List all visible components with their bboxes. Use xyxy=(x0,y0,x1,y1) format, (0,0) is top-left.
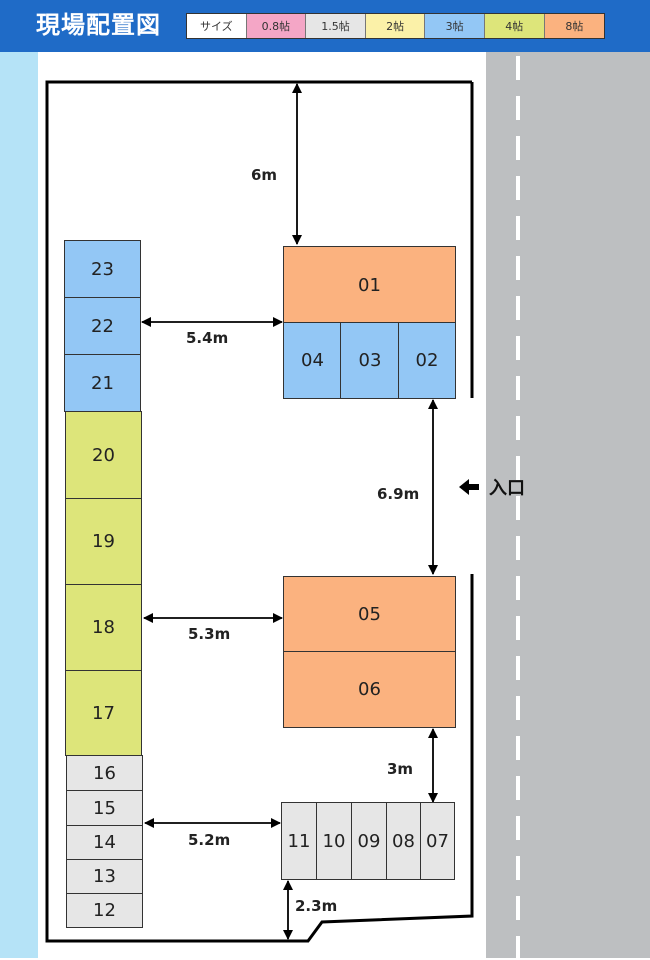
unit-12[interactable]: 12 xyxy=(66,893,143,928)
unit-07[interactable]: 07 xyxy=(420,802,455,880)
road-dash xyxy=(516,736,520,760)
dim-label-5-2m: 5.2m xyxy=(188,831,231,849)
unit-08[interactable]: 08 xyxy=(386,802,421,880)
entrance-label: 入口 xyxy=(489,478,525,499)
road-dash xyxy=(516,936,520,960)
unit-13[interactable]: 13 xyxy=(66,859,143,894)
unit-14[interactable]: 14 xyxy=(66,825,143,860)
dim-label-2-3m: 2.3m xyxy=(295,897,338,915)
legend-0-8: 0.8帖 xyxy=(246,14,307,38)
unit-06[interactable]: 06 xyxy=(283,651,456,728)
site-boundary xyxy=(45,80,474,943)
unit-11[interactable]: 11 xyxy=(281,802,317,880)
road-dash xyxy=(516,96,520,120)
road-dash xyxy=(516,816,520,840)
road-dash xyxy=(516,296,520,320)
unit-18[interactable]: 18 xyxy=(65,584,142,671)
arrow-left-icon xyxy=(459,479,479,495)
road-dash xyxy=(516,136,520,160)
size-legend: サイズ 0.8帖 1.5帖 2帖 3帖 4帖 8帖 xyxy=(186,13,606,39)
road-dash xyxy=(516,616,520,640)
legend-3: 3帖 xyxy=(425,14,485,38)
road-dash xyxy=(516,336,520,360)
unit-10[interactable]: 10 xyxy=(316,802,352,880)
legend-2: 2帖 xyxy=(365,14,426,38)
road-dash xyxy=(516,216,520,240)
legend-4: 4帖 xyxy=(484,14,545,38)
unit-16[interactable]: 16 xyxy=(66,755,143,791)
header-bar: 現場配置図 サイズ 0.8帖 1.5帖 2帖 3帖 4帖 8帖 xyxy=(0,0,650,52)
road-dash xyxy=(516,856,520,880)
road-dash xyxy=(516,56,520,80)
unit-22[interactable]: 22 xyxy=(64,297,141,355)
legend-8: 8帖 xyxy=(544,14,605,38)
road-dash xyxy=(516,176,520,200)
unit-19[interactable]: 19 xyxy=(65,498,142,585)
road-dash xyxy=(516,576,520,600)
dim-label-5-3m: 5.3m xyxy=(188,625,231,643)
dim-label-3m: 3m xyxy=(387,760,414,778)
legend-1-5: 1.5帖 xyxy=(306,14,366,38)
road xyxy=(486,52,650,958)
entrance-marker: 入口 xyxy=(457,474,525,500)
road-dash xyxy=(516,896,520,920)
road-dash xyxy=(516,376,520,400)
road-dash xyxy=(516,696,520,720)
road-dash xyxy=(516,256,520,280)
dim-label-6-9m: 6.9m xyxy=(377,485,420,503)
unit-20[interactable]: 20 xyxy=(65,411,142,499)
road-dash xyxy=(516,416,520,440)
unit-17[interactable]: 17 xyxy=(65,670,142,756)
unit-21[interactable]: 21 xyxy=(64,354,141,412)
page-title: 現場配置図 xyxy=(36,11,161,39)
unit-02[interactable]: 02 xyxy=(398,322,456,399)
unit-03[interactable]: 03 xyxy=(340,322,400,399)
left-strip xyxy=(0,52,38,958)
road-dash xyxy=(516,776,520,800)
unit-23[interactable]: 23 xyxy=(64,240,141,298)
unit-09[interactable]: 09 xyxy=(351,802,387,880)
road-dash xyxy=(516,536,520,560)
unit-15[interactable]: 15 xyxy=(66,790,143,826)
road-dash xyxy=(516,496,520,520)
unit-01[interactable]: 01 xyxy=(283,246,456,324)
road-dash xyxy=(516,456,520,480)
unit-05[interactable]: 05 xyxy=(283,576,456,653)
road-dash xyxy=(516,656,520,680)
dim-label-6m: 6m xyxy=(251,166,278,184)
unit-04[interactable]: 04 xyxy=(283,322,342,399)
dim-label-5-4m: 5.4m xyxy=(186,329,229,347)
legend-header: サイズ xyxy=(187,14,247,38)
